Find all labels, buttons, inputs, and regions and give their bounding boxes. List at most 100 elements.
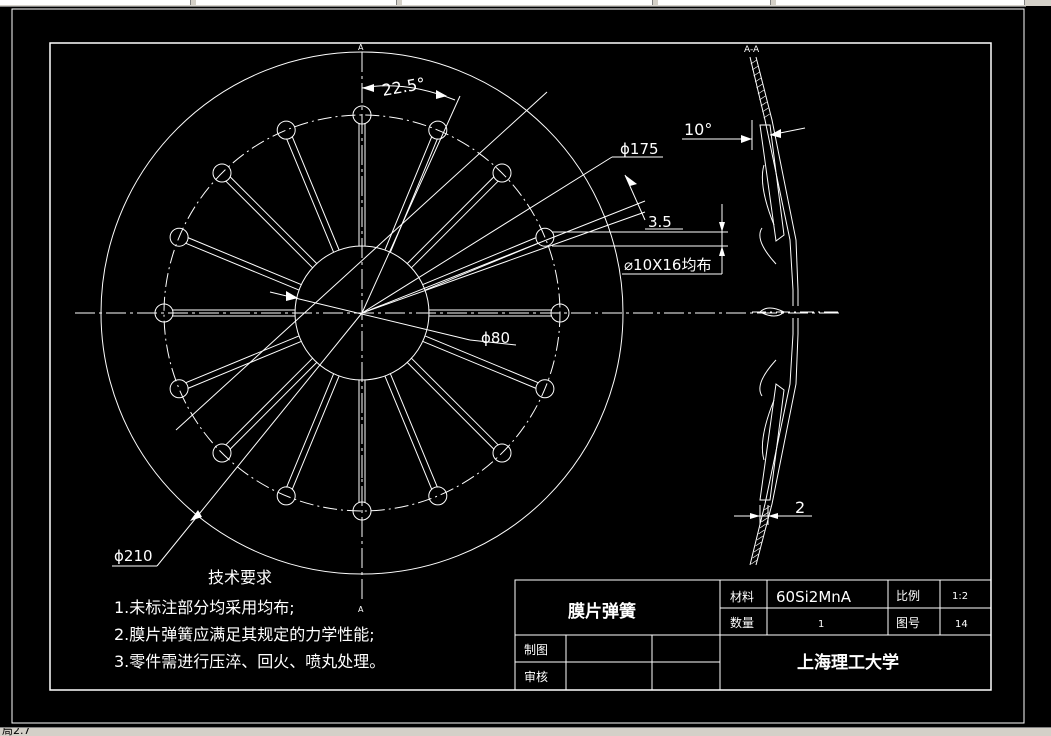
- toolbar-strip: [0, 0, 1051, 7]
- finger-hole: [212, 443, 232, 463]
- finger-slot: [185, 335, 302, 389]
- dim-holes: ⌀10X16均布: [624, 256, 711, 274]
- section-mark-top: A: [358, 43, 364, 52]
- hatch-line: [758, 529, 765, 535]
- bevel-arrow-right: [770, 129, 781, 138]
- hatch-line: [760, 101, 767, 107]
- quantity-value: 1: [818, 619, 824, 630]
- linetype-dropdown[interactable]: [196, 0, 397, 5]
- finger-holes: [154, 105, 570, 521]
- slot-arrow: [625, 175, 637, 186]
- quantity-label: 数量: [730, 615, 754, 630]
- angle-arrow-left: [362, 84, 374, 92]
- profile-lower-outer: [749, 318, 794, 566]
- hatch-line: [750, 59, 757, 65]
- slot-dim-line-b: [361, 211, 646, 314]
- finger-slot: [358, 380, 366, 503]
- hatch-line: [755, 541, 762, 547]
- finger-slot: [286, 373, 340, 490]
- section-view-label: A-A: [744, 45, 760, 55]
- finger-slot: [406, 357, 499, 450]
- drawing-no-value: 14: [955, 619, 968, 630]
- finger-hole: [428, 120, 448, 140]
- tech-req-item-1: 1.未标注部分均采用均布;: [114, 598, 295, 617]
- arrow-80: [286, 291, 298, 301]
- finger-hole: [535, 379, 555, 399]
- outer-frame: [11, 8, 1025, 724]
- dim-thickness: 2: [795, 498, 805, 517]
- part-name: 膜片弹簧: [568, 601, 636, 622]
- layer-dropdown[interactable]: [0, 0, 191, 5]
- drawing-canvas[interactable]: A A 22.5° ϕ175 ϕ210 ϕ80: [0, 6, 1026, 727]
- color-dropdown[interactable]: [658, 0, 771, 5]
- finger-slot: [225, 176, 318, 269]
- angle-arrow-right: [436, 90, 447, 99]
- hatch-line: [753, 547, 761, 553]
- hatch-line: [759, 95, 766, 101]
- status-bar: 局2.7: [0, 727, 1051, 736]
- status-text: 局2.7: [2, 727, 31, 736]
- finger-slots: [172, 123, 552, 503]
- profile-upper-outer: [749, 56, 794, 306]
- profile-lower-inner: [755, 318, 799, 566]
- angle-ext-line: [361, 95, 461, 314]
- finger-slot: [384, 136, 438, 253]
- tech-requirements: 技术要求 1.未标注部分均采用均布; 2.膜片弹簧应满足其规定的力学性能; 3.…: [114, 568, 385, 671]
- front-view: A A 22.5° ϕ175 ϕ210 ϕ80: [75, 43, 842, 614]
- tech-req-title: 技术要求: [208, 568, 272, 587]
- finger-slot: [185, 237, 302, 291]
- holes-arrow-top: [719, 222, 725, 232]
- scale-value: 1:2: [952, 591, 968, 602]
- slot-outline-2: [761, 164, 775, 226]
- lineweight-dropdown[interactable]: [402, 0, 653, 5]
- leader-175: [175, 91, 548, 431]
- finger-hole: [276, 486, 296, 506]
- hatch-line: [763, 505, 771, 511]
- drawn-label: 制图: [524, 643, 548, 657]
- dim-bevel-angle: 10°: [684, 120, 712, 139]
- organization-name: 上海理工大学: [797, 652, 899, 673]
- hatch-line: [752, 553, 759, 559]
- leader-80-shelf: [469, 339, 517, 346]
- checked-label: 审核: [524, 669, 548, 684]
- finger-hole: [492, 163, 512, 183]
- finger-hole: [169, 379, 189, 399]
- finger-slot: [384, 373, 438, 490]
- hatch-lower: [751, 505, 771, 565]
- finger-slot: [429, 309, 552, 317]
- dim-angle-spacing: 22.5°: [380, 74, 426, 100]
- plotstyle-dropdown[interactable]: [776, 0, 1025, 5]
- hatch-line: [751, 559, 758, 565]
- slot-outline-7: [759, 383, 785, 501]
- finger-hole: [169, 227, 189, 247]
- thickness-arrow-b: [768, 513, 778, 519]
- hatch-line: [756, 83, 763, 89]
- slot-outline-5: [759, 359, 777, 397]
- slot-ext: [624, 174, 646, 221]
- hatch-line: [762, 107, 769, 113]
- title-block: [514, 579, 992, 691]
- slot-outline-3: [759, 227, 777, 265]
- section-mark-bottom: A: [358, 605, 364, 614]
- finger-slot: [406, 176, 499, 269]
- hatch-upper: [750, 59, 770, 119]
- slot-outline-1: [759, 124, 785, 242]
- finger-slot: [422, 335, 539, 389]
- hatch-line: [761, 517, 768, 523]
- finger-slot: [286, 136, 340, 253]
- leader-210: [156, 312, 363, 567]
- dim-dia-80: ϕ80: [481, 329, 510, 347]
- hatch-line: [757, 89, 765, 95]
- slot-outline-6: [761, 399, 775, 461]
- dim-slot-width: 3.5: [648, 213, 672, 231]
- finger-slot: [172, 309, 295, 317]
- canvas-edge: [1026, 6, 1051, 727]
- profile-upper-inner: [755, 56, 799, 306]
- thickness-arrow-a: [750, 513, 760, 519]
- material-label: 材料: [730, 590, 754, 604]
- tech-req-item-3: 3.零件需进行压淬、回火、喷丸处理。: [114, 652, 385, 671]
- leader-80: [269, 291, 471, 341]
- hatch-line: [756, 535, 764, 541]
- dim-dia-210: ϕ210: [114, 547, 153, 565]
